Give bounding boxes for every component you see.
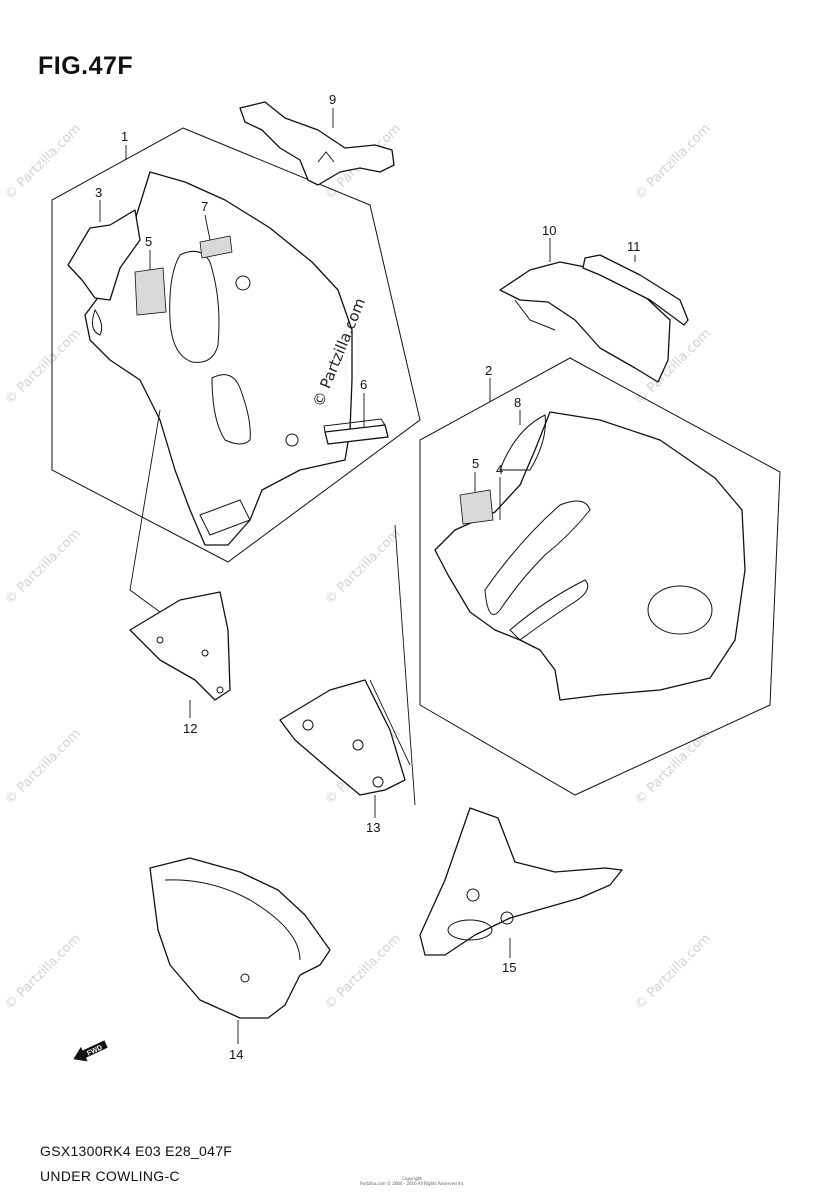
watermark: © Partzilla.com — [2, 726, 84, 808]
copyright-line: Partzilla.com © 2004 - 2016 All Rights R… — [360, 1181, 464, 1186]
watermark: © Partzilla.com — [632, 121, 714, 203]
callout-2: 2 — [485, 363, 492, 378]
callout-12: 12 — [183, 721, 197, 736]
bracket-part-3 — [67, 209, 141, 301]
model-code: GSX1300RK4 E03 E28_047F — [40, 1143, 233, 1159]
lower-cowling-14 — [149, 857, 331, 1019]
callout-7: 7 — [201, 199, 208, 214]
callout-5: 5 — [145, 234, 152, 249]
cowling-vent-opening — [169, 250, 220, 363]
hayabusa-decal — [484, 500, 591, 615]
watermark: © Partzilla.com — [2, 121, 84, 203]
callout-10: 10 — [542, 223, 556, 238]
callout-14: 14 — [229, 1047, 243, 1062]
inner-panel-13 — [279, 679, 406, 796]
cushion-part-6 — [324, 424, 389, 445]
copyright-notice: Copyright Partzilla.com © 2004 - 2016 Al… — [352, 1176, 472, 1186]
foam-pad-5-right — [459, 489, 494, 525]
watermark: © Partzilla.com — [632, 931, 714, 1013]
inner-panel-12 — [129, 591, 231, 701]
lower-cowling-15 — [419, 807, 623, 956]
assembly-frame-1 — [51, 127, 421, 563]
callout-1: 1 — [121, 129, 128, 144]
callout-5-right: 5 — [472, 456, 479, 471]
callout-11: 11 — [627, 239, 641, 254]
bracket-part-9 — [239, 101, 395, 186]
callout-13: 13 — [366, 820, 380, 835]
cowling-panel-10 — [499, 261, 671, 383]
leader-lines — [99, 108, 636, 1044]
watermark: © Partzilla.com — [2, 326, 84, 408]
callout-4: 4 — [496, 462, 503, 477]
foam-pad-7 — [199, 235, 233, 259]
forward-direction-arrow-icon: FWD — [73, 1040, 108, 1062]
callout-15: 15 — [502, 960, 516, 975]
watermark: © Partzilla.com — [322, 526, 404, 608]
watermark: © Partzilla.com — [2, 931, 84, 1013]
section-title: UNDER COWLING-C — [40, 1168, 180, 1184]
callout-numbers: 1 2 3 4 5 5 6 7 8 9 10 11 12 13 14 15 — [95, 92, 641, 1062]
cowling-lower-opening — [211, 374, 251, 445]
figure-title: FIG.47F — [38, 52, 134, 80]
copyright-line: Copyright — [402, 1176, 422, 1181]
callout-9: 9 — [329, 92, 336, 107]
watermark: © Partzilla.com — [2, 526, 84, 608]
under-cowling-right — [434, 411, 746, 701]
under-cowling-left — [84, 171, 353, 546]
callout-6: 6 — [360, 377, 367, 392]
trim-strip-11 — [582, 254, 689, 326]
assembly-frame-2 — [419, 357, 781, 796]
foam-pad-5 — [134, 267, 167, 316]
callout-3: 3 — [95, 185, 102, 200]
watermark: © Partzilla.com — [322, 931, 404, 1013]
watermark: © Partzilla.com — [632, 726, 714, 808]
fwd-label: FWD — [86, 1044, 103, 1057]
callout-8: 8 — [514, 395, 521, 410]
